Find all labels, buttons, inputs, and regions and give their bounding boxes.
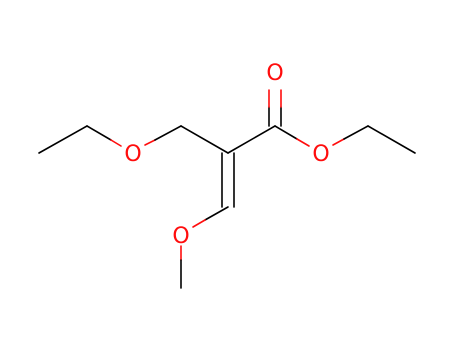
bond-c1-oester xyxy=(274,125,298,140)
oxygen-carbonyl-label: O xyxy=(266,61,283,86)
bond-oester-ch2 xyxy=(343,125,369,140)
bond-c3-omethoxy xyxy=(204,206,229,221)
bond-ethyl-ch3-ch2 xyxy=(38,125,88,154)
bond-ch2-c2 xyxy=(180,125,229,154)
bond-c2-c1 xyxy=(227,125,276,154)
bond-c1-oester-red xyxy=(296,138,310,147)
bond-oester-ch2-red xyxy=(332,138,345,146)
bond-c3-omethoxy-red xyxy=(192,219,206,228)
oxygen-ester-label: O xyxy=(312,142,329,167)
bond-ethyl-ch2-o-red xyxy=(110,139,122,147)
bond-o-ch2-red xyxy=(144,139,156,146)
bond-o-ch2 xyxy=(154,125,182,141)
oxygen-ether-label: O xyxy=(124,142,141,167)
bond-ester-ethyl xyxy=(367,125,416,154)
bond-ethyl-ch2-o xyxy=(86,125,112,141)
oxygen-methoxy-label: O xyxy=(172,224,189,249)
